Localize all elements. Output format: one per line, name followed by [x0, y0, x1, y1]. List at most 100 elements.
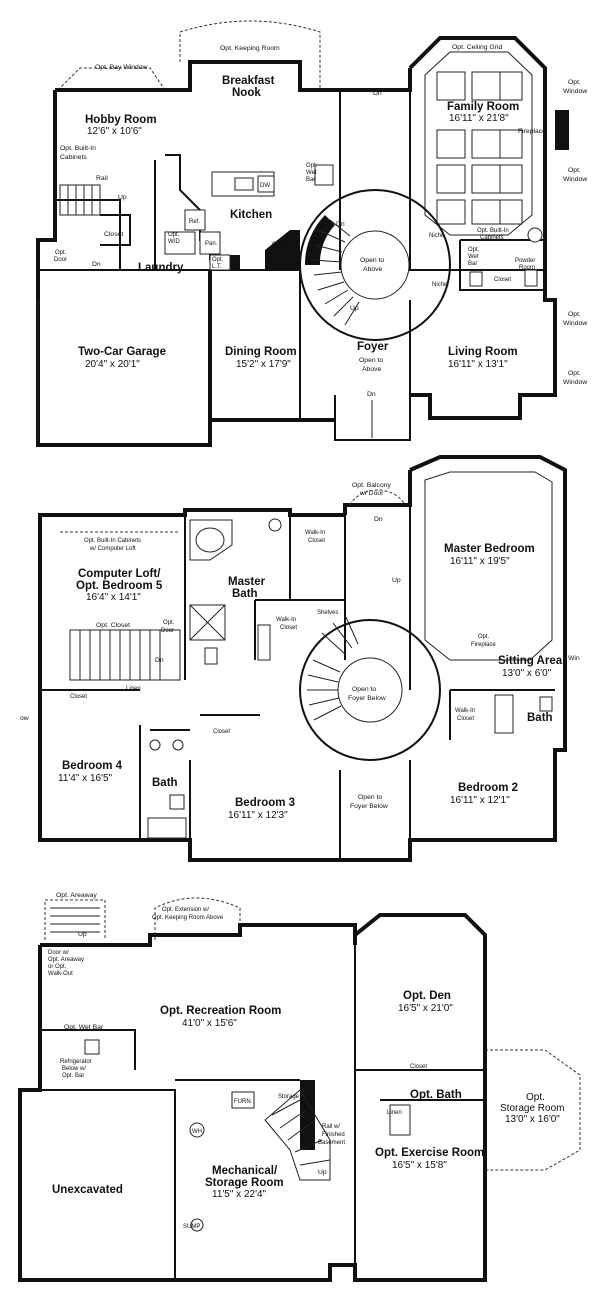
room-size: 11'4" x 16'5"	[58, 773, 113, 784]
label: Opt.	[306, 163, 318, 169]
room-name: Two-Car Garage	[78, 346, 166, 358]
label: Foyer Below	[350, 803, 388, 810]
room-name: Mechanical/	[212, 1165, 278, 1177]
label: Walk-Out	[48, 971, 73, 977]
label: Rail w/	[322, 1124, 340, 1130]
walkin-2-wall	[255, 599, 346, 660]
label: Closet	[104, 231, 123, 238]
label: WH	[192, 1129, 202, 1135]
label: Window	[563, 88, 587, 95]
label: L.T.	[212, 264, 222, 270]
label: Opt.	[568, 311, 581, 318]
walkin-shelf	[257, 624, 271, 661]
label: or Opt.	[48, 964, 67, 970]
stair-rail-mass	[304, 215, 335, 265]
front-entry-porch	[334, 395, 411, 441]
label: Opt.	[478, 634, 490, 640]
furnace	[231, 1091, 255, 1109]
label: Finished	[322, 1132, 345, 1138]
label: Opt. Closet	[96, 622, 130, 629]
family-room-wall	[408, 36, 547, 255]
room-size: 16'11" x 13'1"	[448, 359, 508, 370]
label: Opt. Keeping Room	[220, 45, 280, 52]
label: Ref.	[189, 219, 200, 225]
room-name: Living Room	[448, 346, 518, 358]
label: Closet	[457, 716, 474, 722]
upper-rotunda	[299, 619, 441, 761]
room-size: 16'11" x 12'1"	[450, 795, 510, 806]
label: Opt.	[568, 79, 581, 86]
label: Opt. Ceiling Grid	[452, 44, 502, 51]
label: Opt. Bay Window	[95, 64, 148, 71]
label: Door	[161, 628, 174, 634]
fireplace-mass	[555, 110, 569, 150]
room-size: 16'4" x 14'1"	[86, 592, 141, 603]
room-name: Storage Room	[205, 1177, 284, 1189]
kitchen-column	[230, 255, 240, 270]
room-size: 16'11" x 21'8"	[449, 113, 509, 124]
label: Pan.	[205, 241, 218, 247]
wet-bar-2	[469, 271, 483, 287]
master-sink-1	[268, 518, 282, 532]
room-name: Nook	[232, 87, 261, 99]
label: Opt.	[526, 1092, 545, 1103]
loft-stair	[69, 629, 181, 681]
ceiling-grid	[436, 71, 523, 225]
label: Fireplace	[518, 128, 546, 135]
second-floor-labels: Opt. Balcony w/ Door Dn Opt. Built-In Ca…	[20, 482, 580, 821]
hall-sink-2	[172, 739, 184, 751]
label: Basement	[318, 1140, 345, 1146]
room-size: 16'11" x 12'3"	[228, 810, 288, 821]
label: Oven	[272, 242, 286, 248]
label: Opt. Built-In	[60, 145, 96, 152]
pantry	[199, 231, 221, 255]
basement-tub	[389, 1104, 411, 1136]
label: Dn	[336, 221, 345, 228]
label: Dn	[92, 261, 101, 268]
label: Linen	[387, 1110, 402, 1116]
label: Closet	[410, 1064, 427, 1070]
room-size: 16'11" x 19'5"	[450, 556, 510, 567]
room-name: Bath	[527, 712, 553, 724]
room-name: Foyer	[357, 341, 389, 353]
label: Below w/	[62, 1066, 86, 1072]
label: Powder	[515, 258, 535, 264]
label: Open to	[352, 686, 376, 693]
label: Up	[78, 931, 87, 938]
label: 13'0" x 16'0"	[505, 1114, 560, 1125]
room-name: Kitchen	[230, 209, 272, 221]
label: Closet	[494, 277, 511, 283]
label: Dn	[155, 657, 164, 664]
upper-stair-treads	[307, 616, 359, 721]
dishwasher	[257, 175, 275, 193]
bath2-toilet	[539, 696, 553, 712]
laundry-closet	[100, 214, 131, 246]
basement-stair	[264, 1089, 331, 1181]
label: Walk-In	[305, 530, 325, 536]
room-name: Bedroom 4	[62, 760, 123, 772]
bath2-tub	[494, 694, 514, 734]
room-name: Hobby Room	[85, 114, 157, 126]
room-name: Computer Loft/	[78, 568, 161, 580]
label: Above	[362, 366, 381, 373]
room-name: Opt. Exercise Room	[375, 1147, 484, 1159]
water-heater	[189, 1122, 205, 1138]
label: Fireplace	[471, 642, 496, 648]
areaway-outline	[44, 899, 106, 940]
label: Shelves	[317, 610, 338, 616]
bay-window-outline	[57, 67, 166, 91]
room-name: Family Room	[447, 101, 519, 113]
refrigerator	[184, 209, 206, 231]
room-name: Opt. Recreation Room	[160, 1005, 281, 1017]
label: Opt. Wet Bar	[64, 1024, 104, 1031]
label: Linen	[126, 686, 141, 692]
room-name: Bath	[152, 777, 178, 789]
label: Opt. Built-In Cabinets	[84, 538, 141, 544]
label: Opt. Areaway	[56, 892, 97, 899]
label: Opt. Built-In	[477, 228, 509, 234]
storage-room-outline	[485, 1049, 581, 1171]
label: Above	[363, 266, 382, 273]
label: Dn	[367, 391, 376, 398]
powder-toilet	[524, 269, 538, 287]
first-floor-plan	[36, 20, 569, 447]
